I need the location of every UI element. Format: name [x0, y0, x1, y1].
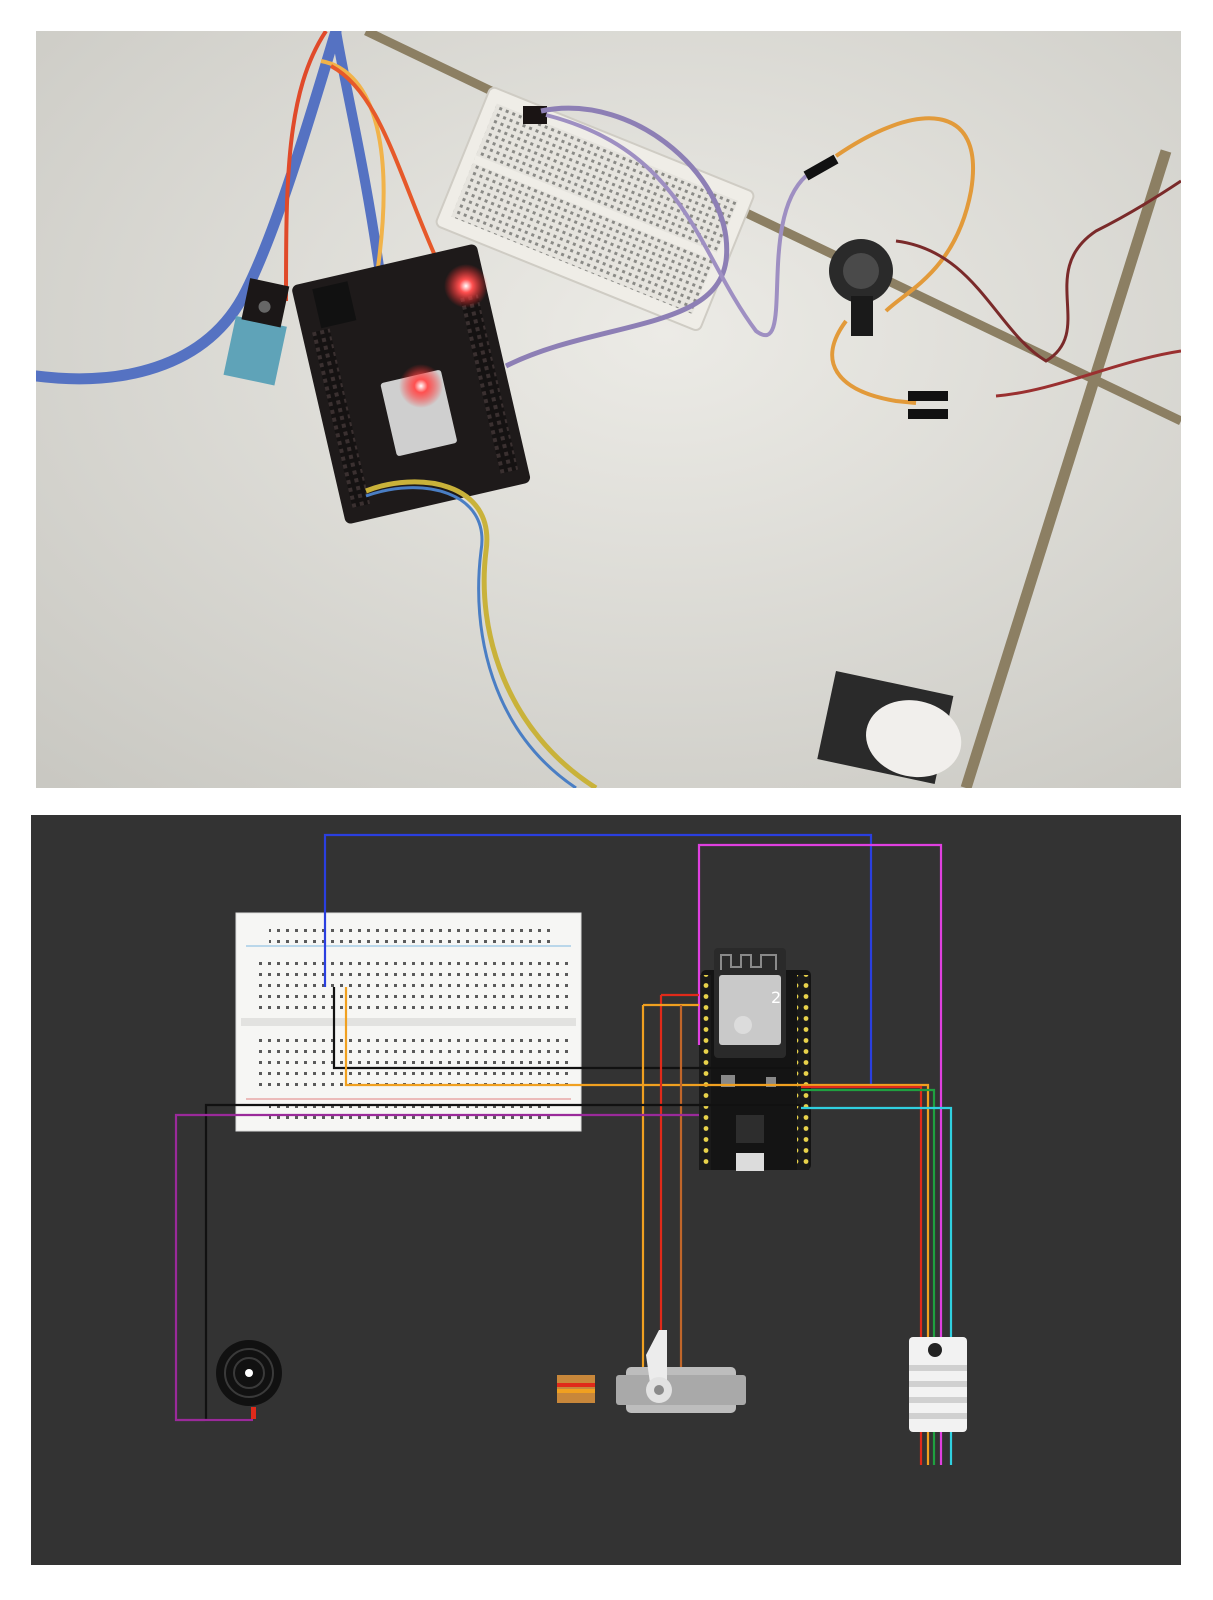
photo-dht-sensor: [223, 278, 290, 386]
wires: [174, 833, 953, 1465]
photo-breadboard: [435, 86, 755, 332]
photo-wire: [284, 31, 328, 302]
photo-wire-connector: [908, 409, 948, 419]
wire-magenta: [697, 843, 943, 1465]
wire-blue: [323, 833, 873, 1085]
circuit-diagram: 2: [31, 815, 1181, 1565]
buzzer-center-icon: [245, 1369, 253, 1377]
photo-illustration: [36, 31, 1181, 788]
photo-wire: [365, 486, 577, 788]
esp32-gpio-right: [797, 975, 809, 1170]
buzzer[interactable]: [216, 1340, 282, 1419]
photo-wire: [320, 59, 386, 282]
photo-wire: [995, 349, 1181, 398]
servo-horn: [646, 1330, 667, 1390]
wire-purple-buzzer: [174, 1113, 699, 1422]
usb-cable: [36, 31, 342, 385]
photo-wire: [830, 319, 917, 405]
usb-cable: [331, 31, 386, 282]
servo-motor[interactable]: [557, 1330, 746, 1413]
breadboard[interactable]: [235, 912, 582, 1132]
photo-wire: [365, 479, 598, 788]
photo-wire: [834, 116, 975, 313]
esp32-gpio-left: [699, 975, 711, 1170]
esp32-chip: [719, 975, 781, 1045]
dht22-hole-icon: [928, 1343, 942, 1357]
esp32-usb-port-icon: [736, 1153, 764, 1171]
dht22-sensor[interactable]: [909, 1337, 967, 1432]
esp32-board[interactable]: 2: [699, 948, 811, 1171]
photo-wire: [545, 113, 808, 337]
esp32-label: 2: [771, 988, 781, 1007]
wire-orange-dht: [344, 987, 930, 1465]
esp32-usb-chip: [736, 1115, 764, 1143]
wire-black-breadboard: [332, 987, 801, 1070]
hardware-photo: [36, 31, 1181, 788]
photo-wire: [504, 105, 730, 369]
photo-pir-sensor: [817, 671, 962, 784]
diagram-canvas: 2: [174, 833, 967, 1465]
photo-servo: [829, 239, 893, 336]
photo-led-red: [399, 364, 443, 408]
breadboard-power-rail: [269, 923, 554, 943]
breadboard-terminal-strip: [256, 1031, 571, 1086]
photo-wire: [895, 179, 1181, 363]
photo-wire-connector: [908, 391, 948, 401]
photo-wire-connector: [803, 154, 839, 181]
esp32-logo-icon: [734, 1016, 752, 1034]
tile-grout-line: [960, 149, 1172, 788]
esp32-antenna: [720, 954, 777, 970]
breadboard-terminal-strip: [256, 960, 571, 1015]
photo-led-red: [444, 264, 488, 308]
wire-red-dht: [801, 1085, 923, 1465]
